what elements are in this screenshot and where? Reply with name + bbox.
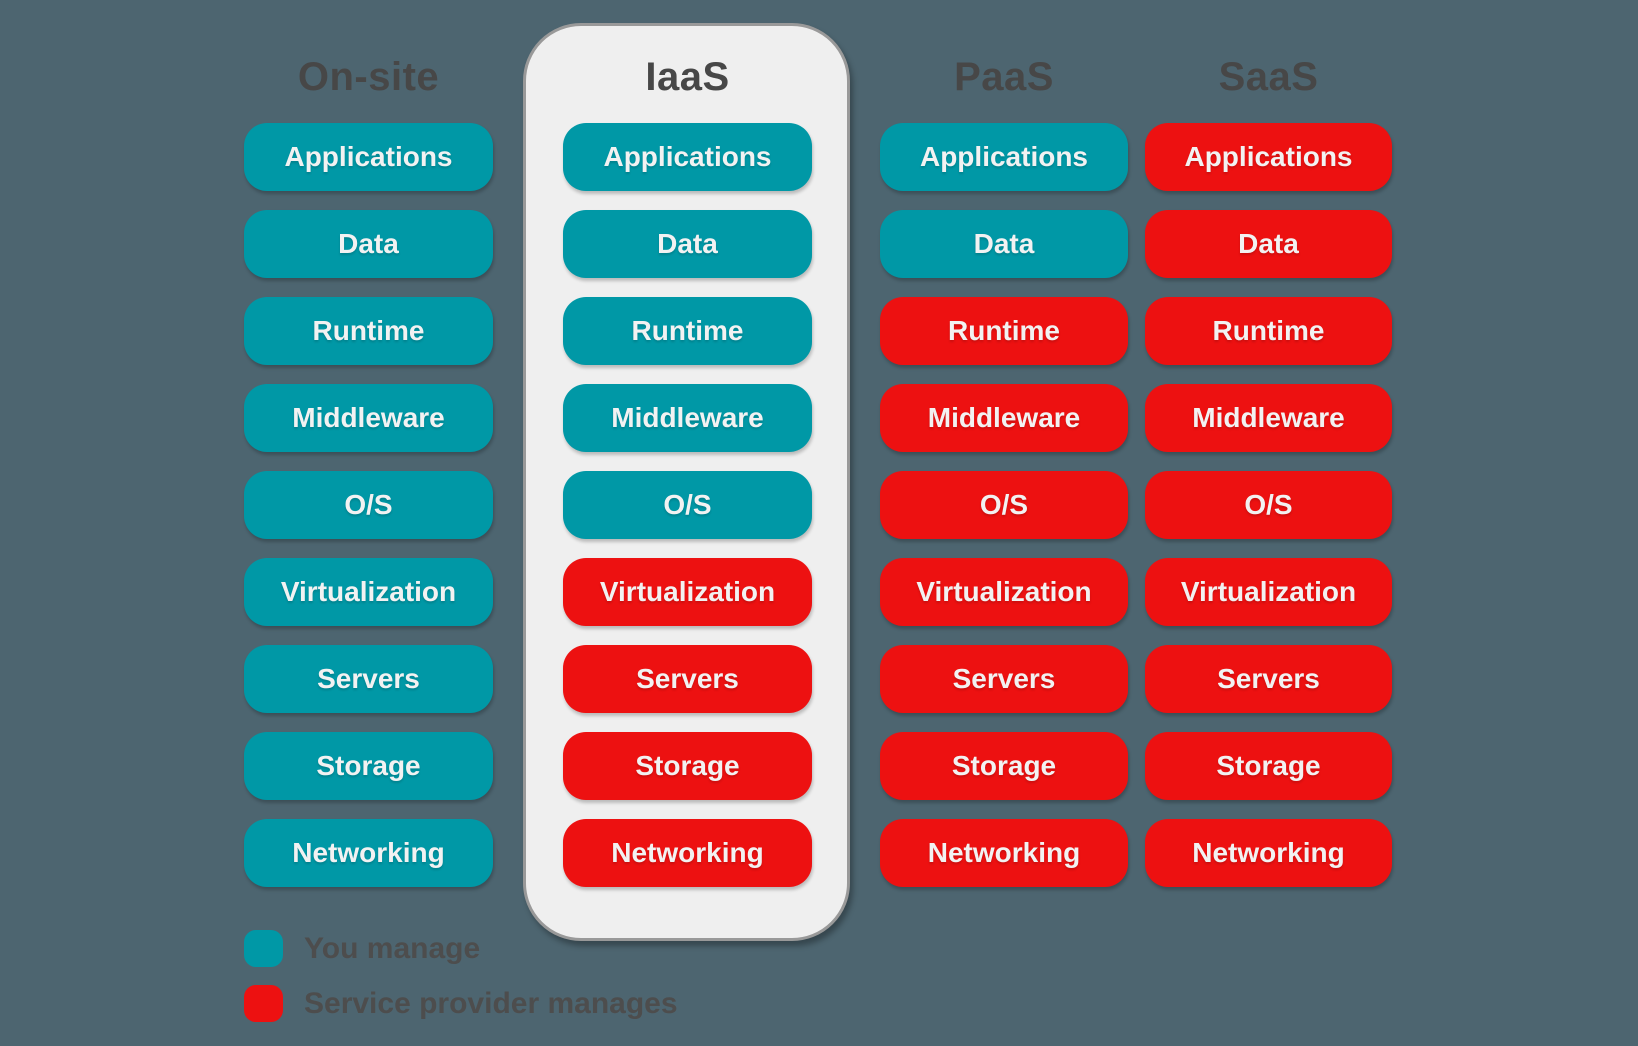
legend-row-you-manage: You manage (244, 930, 678, 967)
pill-saas-networking: Networking (1145, 819, 1392, 887)
pill-saas-virtualization: Virtualization (1145, 558, 1392, 626)
pill-paas-storage: Storage (880, 732, 1128, 800)
pill-saas-os: O/S (1145, 471, 1392, 539)
pill-iaas-os: O/S (563, 471, 812, 539)
pill-iaas-storage: Storage (563, 732, 812, 800)
pill-paas-servers: Servers (880, 645, 1128, 713)
pill-on-site-applications: Applications (244, 123, 493, 191)
column-header-saas: SaaS (1218, 55, 1319, 99)
pill-on-site-os: O/S (244, 471, 493, 539)
pill-iaas-networking: Networking (563, 819, 812, 887)
column-header-iaas: IaaS (645, 55, 730, 99)
column-on-site: On-site Applications Data Runtime Middle… (244, 32, 493, 906)
pill-saas-servers: Servers (1145, 645, 1392, 713)
pill-iaas-virtualization: Virtualization (563, 558, 812, 626)
provider-manages-swatch (244, 985, 283, 1022)
pill-on-site-runtime: Runtime (244, 297, 493, 365)
pill-paas-virtualization: Virtualization (880, 558, 1128, 626)
pill-on-site-middleware: Middleware (244, 384, 493, 452)
pill-on-site-data: Data (244, 210, 493, 278)
pill-paas-networking: Networking (880, 819, 1128, 887)
pill-paas-applications: Applications (880, 123, 1128, 191)
column-header-paas: PaaS (954, 55, 1054, 99)
pill-iaas-runtime: Runtime (563, 297, 812, 365)
pill-iaas-data: Data (563, 210, 812, 278)
pill-saas-storage: Storage (1145, 732, 1392, 800)
pill-saas-runtime: Runtime (1145, 297, 1392, 365)
pill-paas-middleware: Middleware (880, 384, 1128, 452)
provider-manages-label: Service provider manages (304, 986, 678, 1020)
pill-on-site-storage: Storage (244, 732, 493, 800)
column-header-on-site: On-site (297, 55, 440, 99)
pill-on-site-servers: Servers (244, 645, 493, 713)
pill-paas-data: Data (880, 210, 1128, 278)
pill-iaas-middleware: Middleware (563, 384, 812, 452)
pill-on-site-networking: Networking (244, 819, 493, 887)
pill-iaas-servers: Servers (563, 645, 812, 713)
pill-saas-middleware: Middleware (1145, 384, 1392, 452)
pill-saas-applications: Applications (1145, 123, 1392, 191)
column-iaas: IaaS Applications Data Runtime Middlewar… (563, 32, 812, 906)
legend-row-provider-manages: Service provider manages (244, 985, 678, 1022)
pill-paas-runtime: Runtime (880, 297, 1128, 365)
pill-saas-data: Data (1145, 210, 1392, 278)
column-paas: PaaS Applications Data Runtime Middlewar… (880, 32, 1128, 906)
you-manage-label: You manage (304, 931, 481, 965)
you-manage-swatch (244, 930, 283, 967)
column-saas: SaaS Applications Data Runtime Middlewar… (1145, 32, 1392, 906)
pill-paas-os: O/S (880, 471, 1128, 539)
legend: You manage Service provider manages (244, 930, 678, 1040)
pill-on-site-virtualization: Virtualization (244, 558, 493, 626)
pill-iaas-applications: Applications (563, 123, 812, 191)
